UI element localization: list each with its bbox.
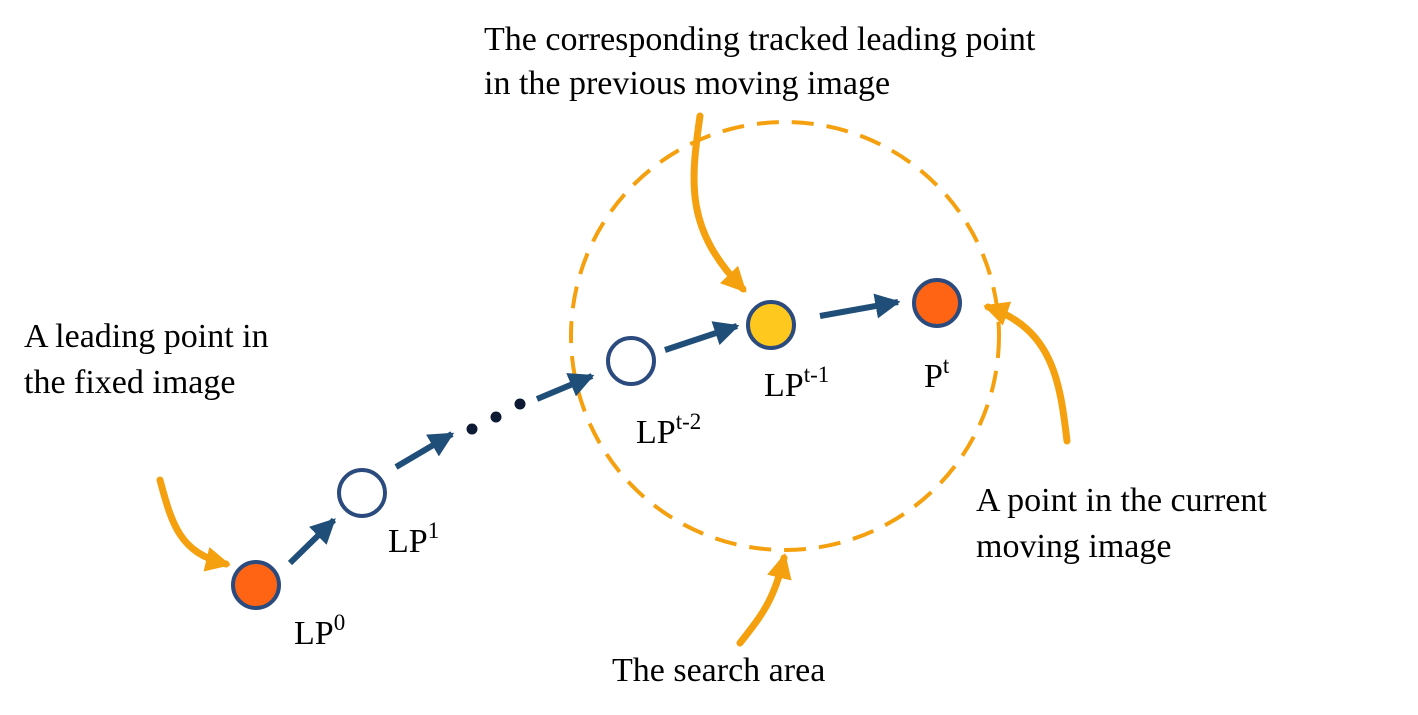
three-dots-icon — [466, 398, 526, 435]
label-lpt1: LPt-1 — [764, 362, 829, 404]
label-lp1: LP1 — [388, 518, 439, 560]
annotation-tracked-point: The corresponding tracked leading point … — [484, 21, 1044, 102]
annotation-search-area: The search area — [612, 652, 825, 689]
flow-arrow-dots-lpt2 — [535, 373, 595, 402]
curved-arrow-icon — [983, 301, 1071, 445]
annotation-current-point: A point in the current moving image — [976, 482, 1275, 565]
node-lp1 — [337, 468, 387, 518]
node-pt — [912, 278, 962, 328]
node-lpt1 — [746, 300, 796, 350]
curved-arrow-icon — [736, 553, 792, 647]
node-lpt2 — [606, 336, 656, 386]
node-lp0 — [231, 560, 281, 610]
flow-arrow-lp0-lp1 — [287, 517, 337, 566]
flow-arrow-lpt2-lpt1 — [664, 321, 740, 353]
curved-arrow-icon — [156, 476, 231, 572]
annotation-leading-point-fixed: A leading point in the fixed image — [24, 318, 277, 401]
label-lp0: LP0 — [294, 610, 345, 652]
curved-arrow-icon — [690, 112, 747, 293]
label-lpt2: LPt-2 — [636, 409, 701, 451]
flow-arrow-lp1-dots — [394, 431, 455, 470]
label-pt: Pt — [924, 353, 950, 395]
search-area-circle — [569, 120, 1001, 552]
flow-arrow-lpt1-pt — [819, 293, 901, 319]
